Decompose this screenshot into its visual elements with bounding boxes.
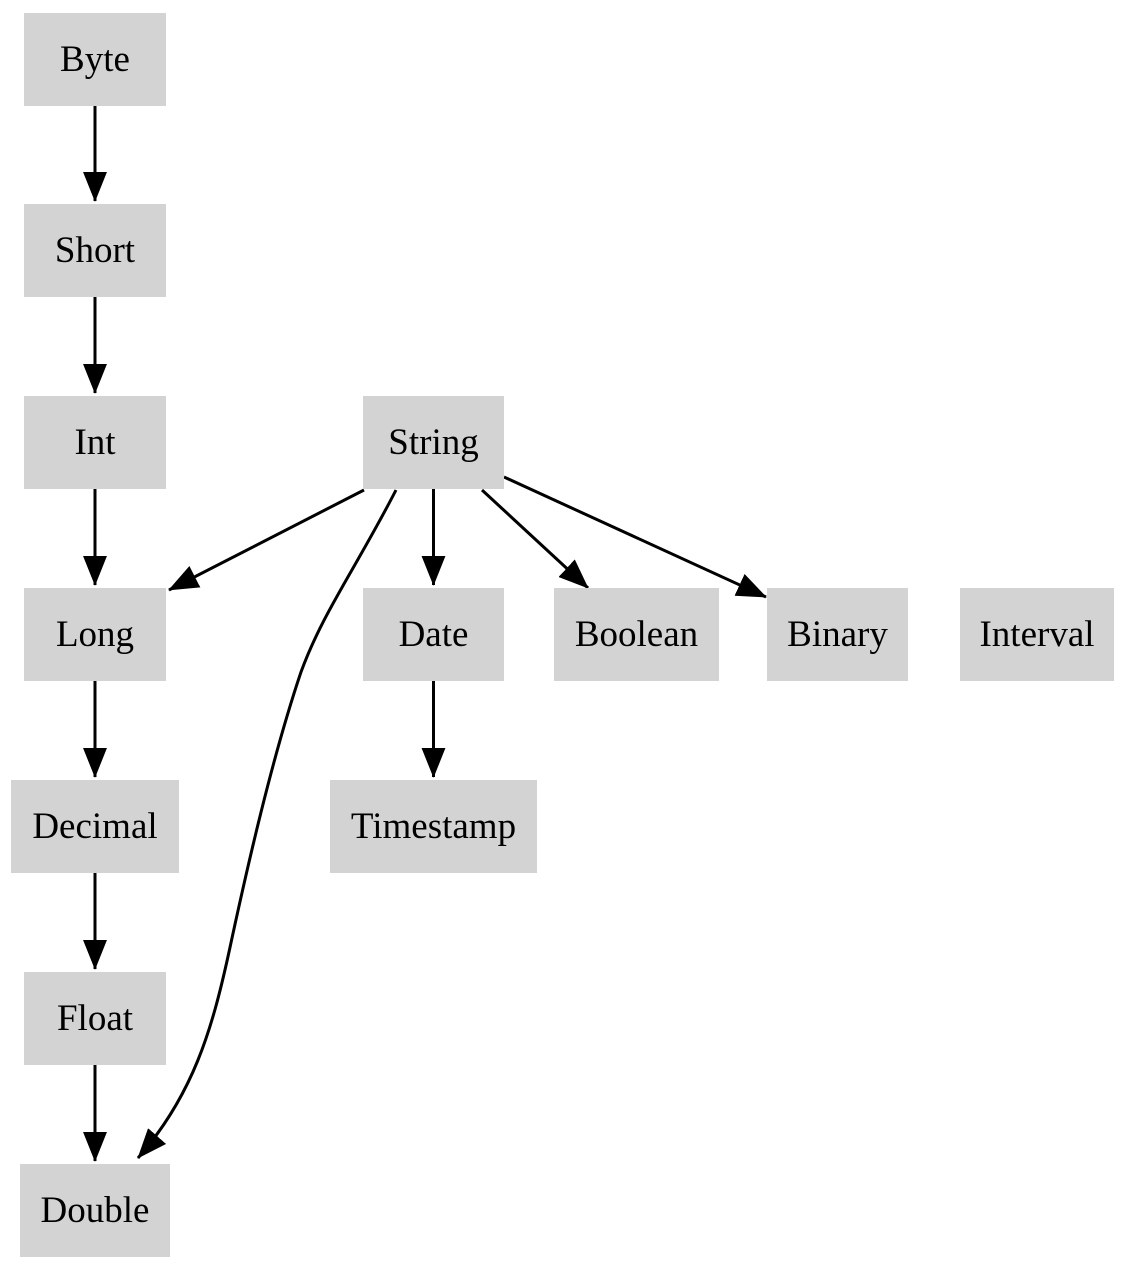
node-timestamp: Timestamp (330, 780, 537, 873)
node-short: Short (24, 204, 166, 297)
node-double: Double (20, 1164, 170, 1257)
edge-string-double (136, 489, 398, 1159)
edge-string-binary (503, 475, 767, 599)
node-binary: Binary (767, 588, 908, 681)
node-decimal: Decimal (11, 780, 179, 873)
edge-string-long (168, 488, 365, 592)
node-interval: Interval (960, 588, 1114, 681)
node-date: Date (363, 588, 504, 681)
node-long: Long (24, 588, 166, 681)
node-int: Int (24, 396, 166, 489)
edge-string-boolean (480, 488, 590, 590)
node-byte: Byte (24, 13, 166, 106)
node-string: String (363, 396, 504, 489)
node-boolean: Boolean (554, 588, 719, 681)
node-float: Float (24, 972, 166, 1065)
